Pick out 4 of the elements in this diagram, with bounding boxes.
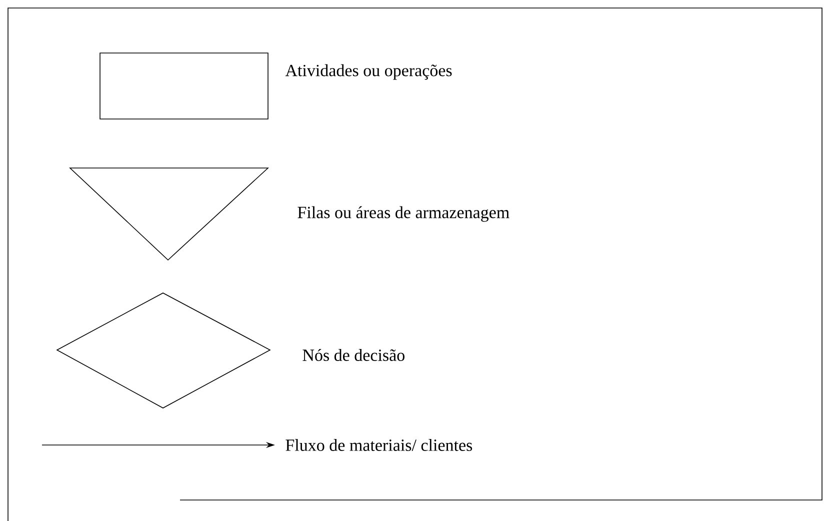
legend-text: Atividades ou operações — [285, 64, 452, 80]
legend-text: Filas ou áreas de armazenagem — [298, 206, 510, 222]
legend-text: Nós de decisão — [302, 349, 404, 361]
legend-text: Fluxo de materiais/ clientes — [286, 439, 472, 451]
